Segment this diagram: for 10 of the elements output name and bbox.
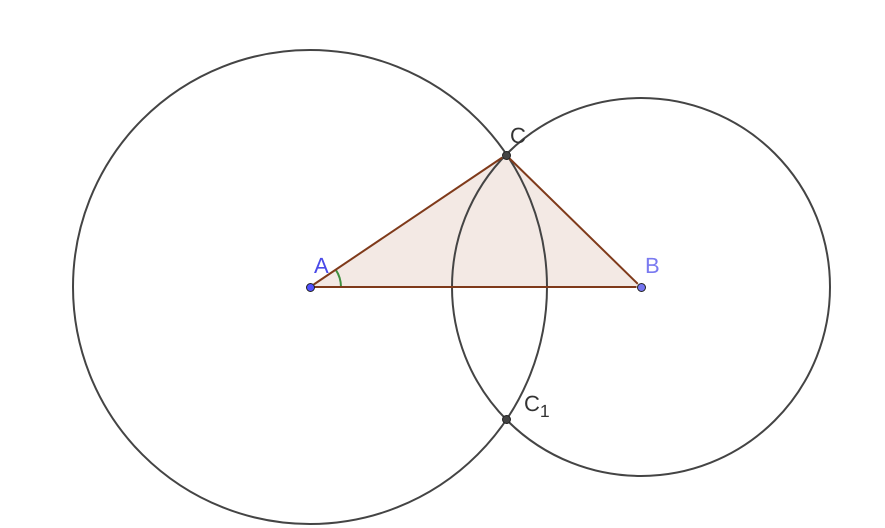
triangle-side [508, 157, 638, 285]
point-label: A [314, 255, 329, 277]
triangle-side [313, 156, 503, 286]
triangle-side [314, 286, 636, 288]
point-marker [636, 282, 646, 292]
point-label: C$_{1}$ [524, 393, 550, 421]
point-label: C [510, 125, 526, 147]
point-marker [502, 414, 510, 424]
point-marker [306, 282, 314, 292]
point-label: B [645, 255, 660, 277]
